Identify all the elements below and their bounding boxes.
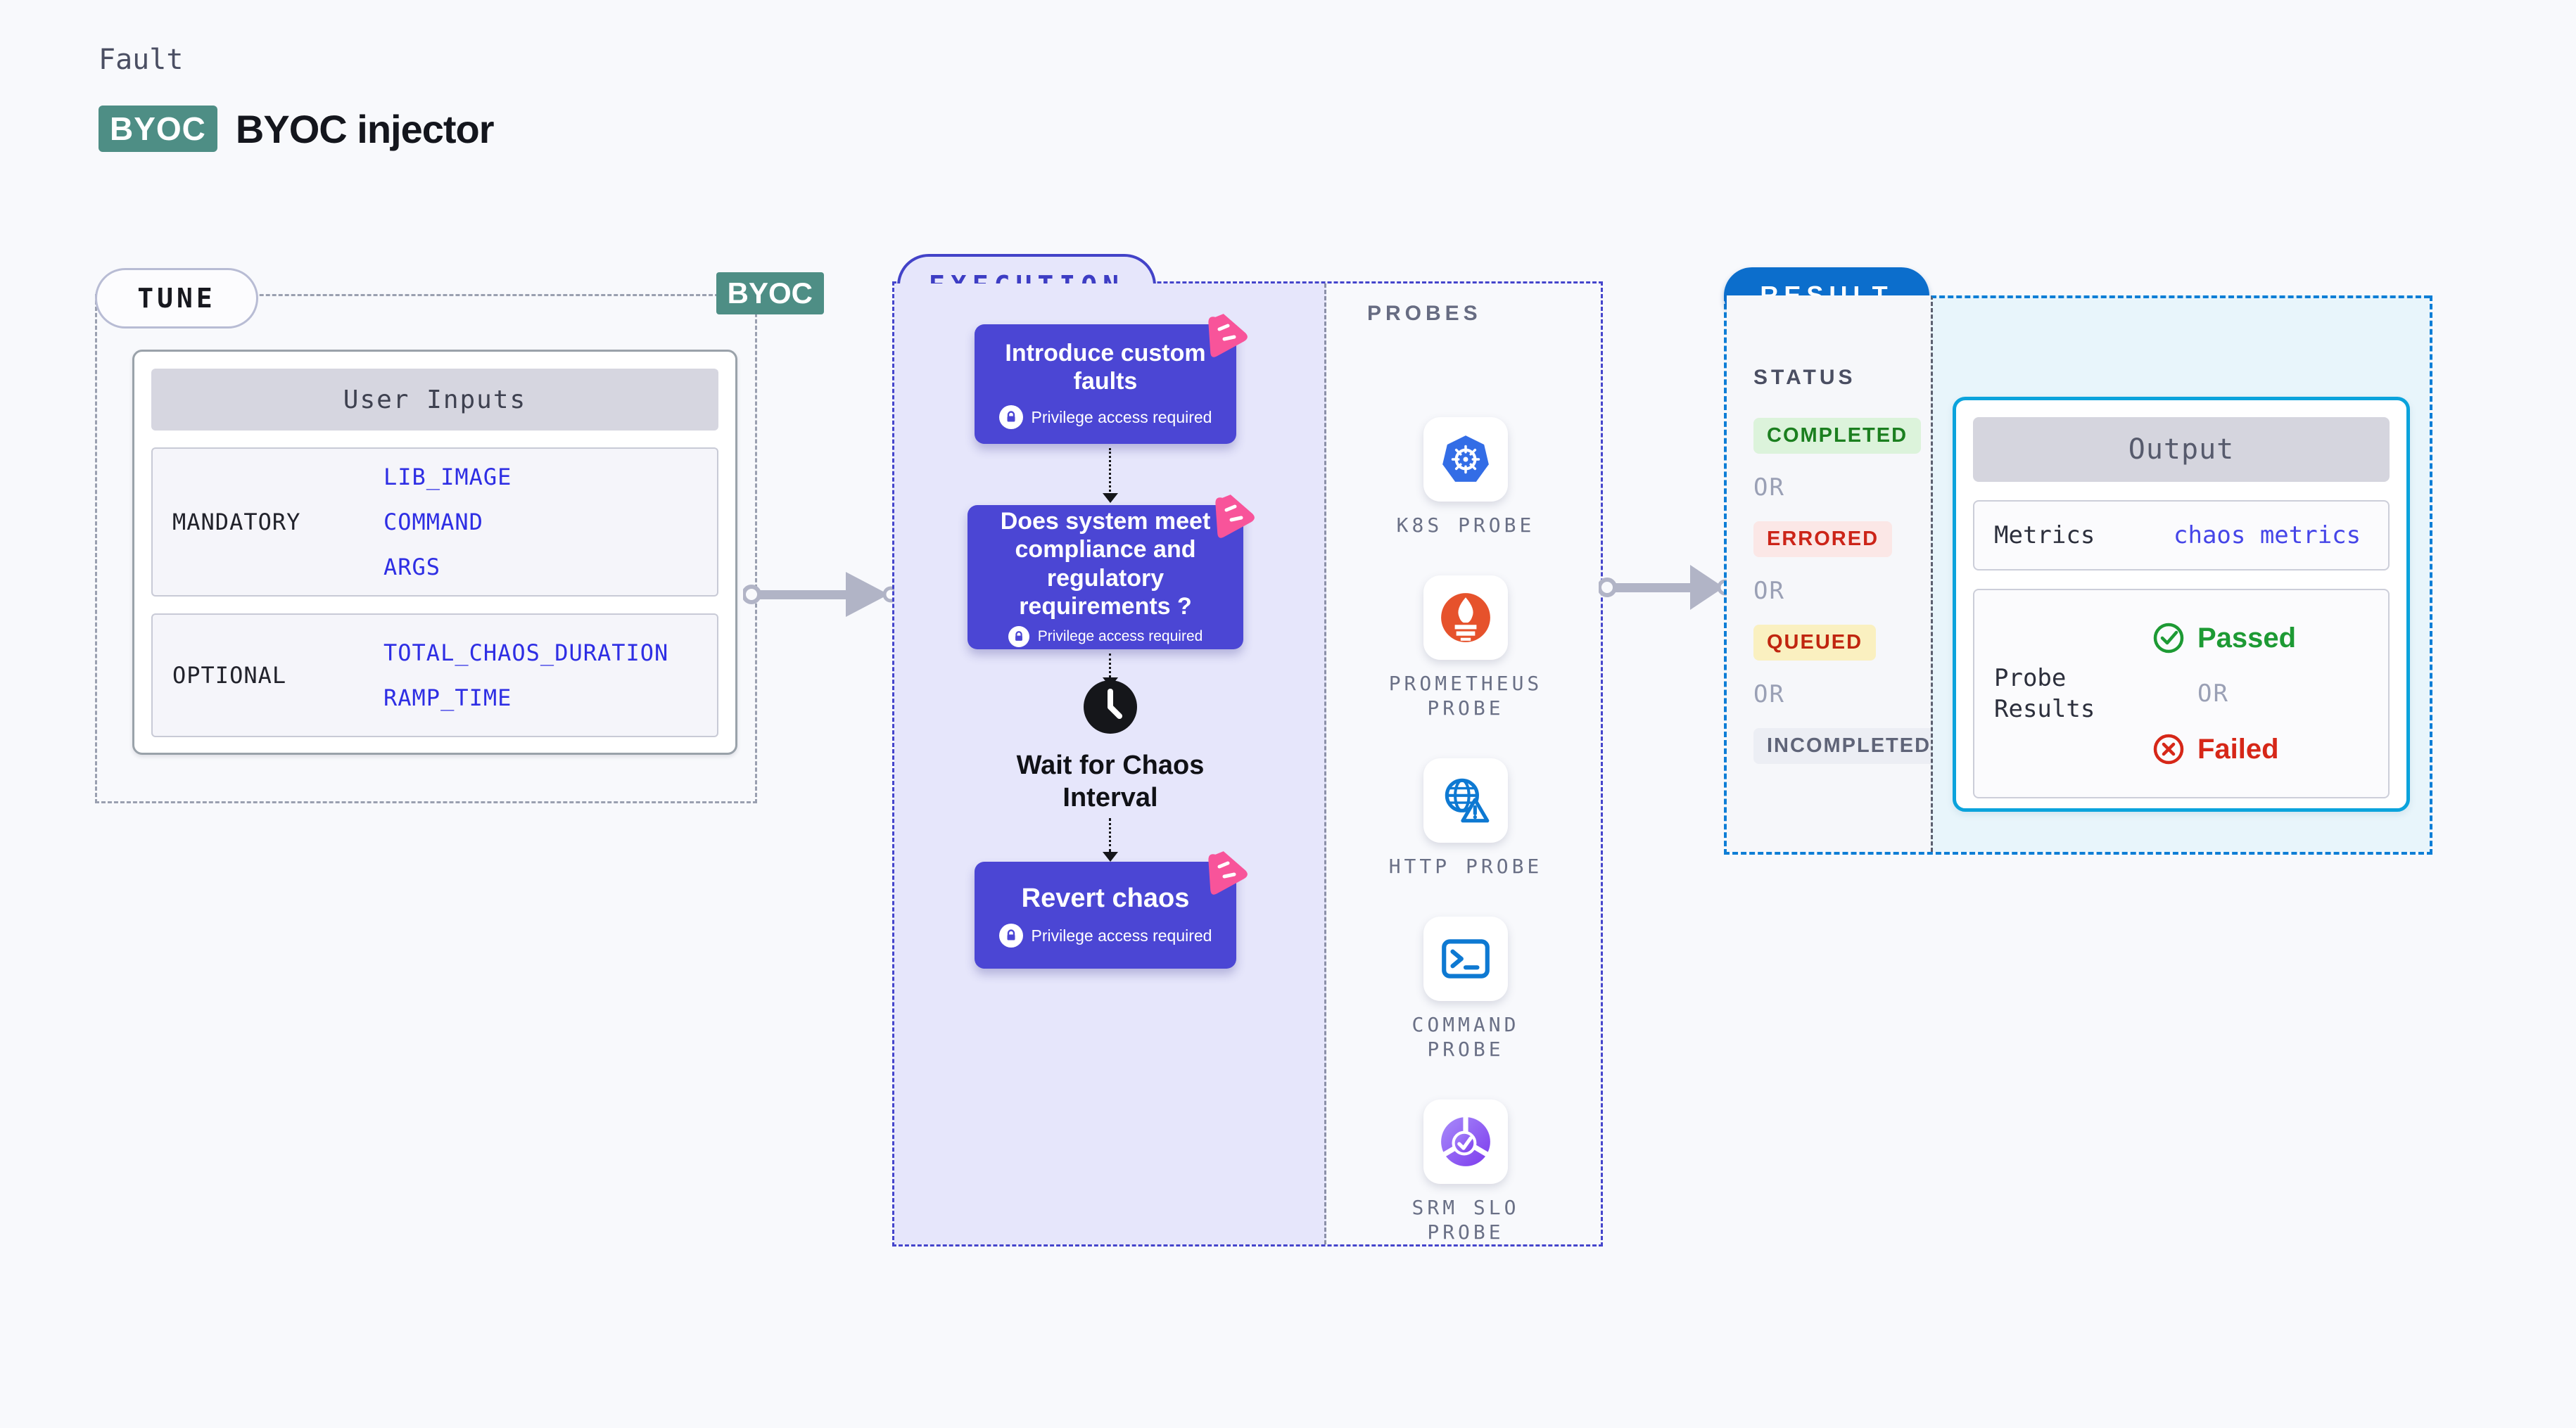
chaos-experiment-icon — [1215, 495, 1255, 538]
step-compliance-check: Does system meet compliance and regulato… — [967, 495, 1255, 649]
or-separator: OR — [1753, 473, 1785, 502]
output-panel: Output Metrics chaos metrics Probe Resul… — [1931, 295, 2430, 852]
terminal-icon — [1423, 917, 1508, 1001]
status-heading: STATUS — [1753, 366, 1856, 389]
page-title: BYOC injector — [235, 106, 495, 151]
failed-x-icon — [2153, 734, 2184, 765]
probes-heading: PROBES — [1367, 302, 1482, 325]
step-introduce-faults: Introduce custom faults Privilege access… — [975, 314, 1248, 444]
user-inputs-card: User Inputs MANDATORY LIB_IMAGE COMMAND … — [132, 350, 737, 755]
status-badge-queued: QUEUED — [1753, 625, 1877, 661]
flow-connector — [1109, 448, 1111, 492]
probe-label: SRM SLO PROBE — [1411, 1196, 1520, 1244]
probe-results-label: Probe Results — [1994, 663, 2095, 723]
input-args: ARGS — [383, 554, 441, 580]
input-total-chaos-duration: TOTAL_CHAOS_DURATION — [383, 639, 669, 666]
status-badge-errored: ERRORED — [1753, 521, 1893, 557]
probe-item-srm-slo: SRM SLO PROBE — [1374, 1099, 1557, 1244]
probe-item-http: HTTP PROBE — [1374, 758, 1557, 879]
failed-label: Failed — [2197, 733, 2279, 765]
optional-label: OPTIONAL — [172, 662, 287, 689]
probe-label: PROMETHEUS PROBE — [1388, 672, 1543, 720]
execution-to-result-arrow — [1599, 565, 1732, 610]
chaos-metrics-value: chaos metrics — [2174, 521, 2361, 549]
input-ramp-time: RAMP_TIME — [383, 684, 512, 711]
chaos-experiment-icon — [1208, 314, 1248, 357]
privilege-note: Privilege access required — [1031, 926, 1212, 945]
execution-flow-panel: Introduce custom faults Privilege access… — [894, 283, 1326, 1244]
or-separator: OR — [1753, 680, 1785, 708]
http-globe-icon — [1423, 758, 1508, 843]
user-inputs-header: User Inputs — [151, 369, 718, 431]
chaos-experiment-icon — [1208, 851, 1248, 895]
optional-row: OPTIONAL TOTAL_CHAOS_DURATION RAMP_TIME — [151, 613, 718, 737]
output-card: Output Metrics chaos metrics Probe Resul… — [1953, 397, 2410, 812]
tune-pill: TUNE — [95, 268, 258, 329]
probe-item-k8s: K8S PROBE — [1374, 417, 1557, 537]
probe-list: K8S PROBE PROMETHEUS PROBE — [1326, 417, 1605, 1244]
flow-connector — [1109, 654, 1111, 677]
privilege-note: Privilege access required — [1037, 627, 1203, 644]
output-header: Output — [1973, 417, 2390, 482]
flow-arrowhead-icon — [1103, 493, 1118, 503]
step-revert-chaos: Revert chaos Privilege access required — [975, 851, 1248, 969]
probe-item-prometheus: PROMETHEUS PROBE — [1374, 575, 1557, 720]
wait-clock-icon — [1082, 679, 1138, 739]
slo-donut-icon — [1423, 1099, 1508, 1184]
byoc-badge: BYOC — [99, 106, 217, 152]
lock-icon — [998, 924, 1023, 948]
tune-byoc-badge: BYOC — [716, 272, 824, 314]
prometheus-icon — [1423, 575, 1508, 660]
fault-eyebrow: Fault — [99, 44, 184, 76]
or-separator: OR — [2197, 680, 2229, 708]
tune-to-execution-arrow — [743, 572, 898, 617]
passed-label: Passed — [2197, 622, 2297, 654]
step-title: Does system meet compliance and regulato… — [1000, 508, 1211, 620]
metrics-row: Metrics chaos metrics — [1973, 500, 2390, 570]
flow-arrowhead-icon — [1103, 852, 1118, 862]
mandatory-row: MANDATORY LIB_IMAGE COMMAND ARGS — [151, 447, 718, 597]
input-command: COMMAND — [383, 509, 483, 535]
privilege-note: Privilege access required — [1031, 407, 1212, 426]
status-badge-incompleted: INCOMPLETED — [1753, 728, 1945, 764]
status-strip: STATUS COMPLETED OR ERRORED OR QUEUED OR… — [1727, 295, 1945, 852]
input-lib-image: LIB_IMAGE — [383, 464, 512, 490]
probe-label: COMMAND PROBE — [1411, 1013, 1520, 1061]
step-title: Revert chaos — [1021, 883, 1190, 913]
step-title: Introduce custom faults — [1005, 339, 1206, 395]
wait-for-chaos-interval-label: Wait for Chaos Interval — [1016, 751, 1205, 813]
metrics-label: Metrics — [1994, 521, 2095, 549]
lock-icon — [1008, 625, 1029, 647]
flow-connector — [1109, 818, 1111, 852]
probe-item-command: COMMAND PROBE — [1374, 917, 1557, 1062]
execution-section: EXECUTION Introduce custom faults Privil… — [892, 254, 1605, 1247]
probe-results-row: Probe Results Passed OR — [1973, 589, 2390, 798]
mandatory-label: MANDATORY — [172, 509, 301, 535]
probe-label: K8S PROBE — [1396, 514, 1535, 537]
tune-section: TUNE BYOC User Inputs MANDATORY LIB_IMAG… — [95, 268, 824, 803]
passed-check-icon — [2153, 623, 2184, 654]
probe-label: HTTP PROBE — [1388, 855, 1543, 878]
or-separator: OR — [1753, 577, 1785, 605]
status-badge-completed: COMPLETED — [1753, 418, 1922, 454]
page-header: Fault BYOC BYOC injector — [99, 44, 495, 152]
kubernetes-icon — [1423, 417, 1508, 502]
result-section: RESULT STATUS COMPLETED OR ERRORED OR QU… — [1724, 267, 2432, 855]
lock-icon — [998, 405, 1023, 430]
